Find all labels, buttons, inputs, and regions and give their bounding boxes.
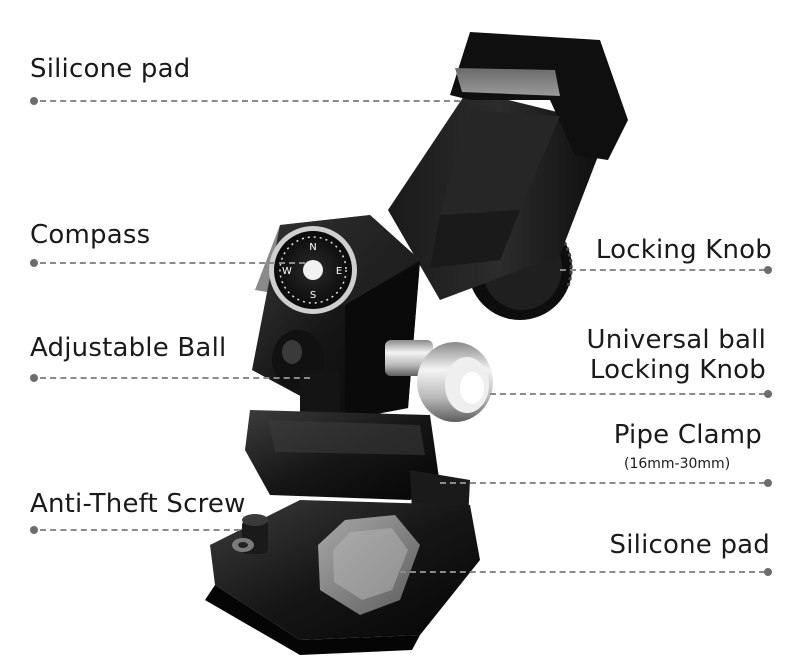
- leader-dot-adjustable-ball: [30, 374, 38, 382]
- label-silicone-pad-bottom: Silicone pad: [609, 530, 770, 560]
- compass-letter-w: W: [282, 266, 292, 277]
- leader-line-silicone-pad-bottom: [400, 571, 765, 573]
- label-compass: Compass: [30, 220, 151, 250]
- compass-letter-n: N: [309, 242, 316, 253]
- label-locking-knob: Locking Knob: [595, 235, 772, 265]
- phone-holder-arm: [388, 32, 628, 300]
- pipe-clamp: [245, 410, 470, 520]
- silicone-pad-top: [455, 68, 560, 96]
- leader-line-universal-ball: [490, 393, 765, 395]
- leader-line-anti-theft-screw: [40, 529, 240, 531]
- compass-letter-e: E: [336, 266, 342, 277]
- label-universal-ball-line2: Locking Knob: [589, 355, 766, 385]
- silicone-pad-bottom: [318, 515, 420, 615]
- label-universal-ball-line1: Universal ball: [586, 325, 766, 355]
- leader-dot-compass: [30, 259, 38, 267]
- leader-line-pipe-clamp: [440, 482, 765, 484]
- compass: N S E W: [269, 226, 357, 314]
- leader-dot-pipe-clamp: [764, 479, 772, 487]
- leader-dot-silicone-pad-top: [30, 97, 38, 105]
- label-silicone-pad-top: Silicone pad: [30, 54, 191, 84]
- label-pipe-clamp: Pipe Clamp: [613, 420, 762, 450]
- leader-line-compass: [40, 262, 305, 264]
- leader-dot-silicone-pad-bottom: [764, 568, 772, 576]
- label-pipe-clamp-range: (16mm-30mm): [624, 456, 731, 472]
- leader-dot-locking-knob: [764, 266, 772, 274]
- leader-line-adjustable-ball: [40, 377, 310, 379]
- leader-dot-universal-ball: [764, 390, 772, 398]
- anti-theft-screw: [232, 514, 268, 554]
- leader-line-silicone-pad-top: [40, 100, 460, 102]
- leader-line-locking-knob: [560, 269, 765, 271]
- leader-dot-anti-theft-screw: [30, 526, 38, 534]
- universal-ball-locking-knob: [385, 340, 493, 422]
- compass-letter-s: S: [310, 290, 316, 301]
- label-adjustable-ball: Adjustable Ball: [30, 333, 227, 363]
- label-anti-theft-screw: Anti-Theft Screw: [30, 489, 246, 519]
